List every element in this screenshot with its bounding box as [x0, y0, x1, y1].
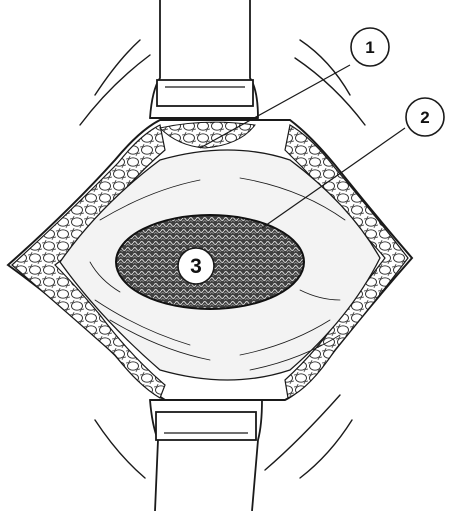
- lower-retractor: [150, 400, 262, 511]
- upper-retractor: [150, 0, 258, 118]
- callout-2: 2: [406, 98, 444, 136]
- callout-3: 3: [178, 248, 214, 284]
- callout-1: 1: [351, 28, 389, 66]
- callout-2-label: 2: [420, 108, 429, 127]
- callout-3-label: 3: [190, 255, 202, 278]
- callout-1-label: 1: [365, 38, 374, 57]
